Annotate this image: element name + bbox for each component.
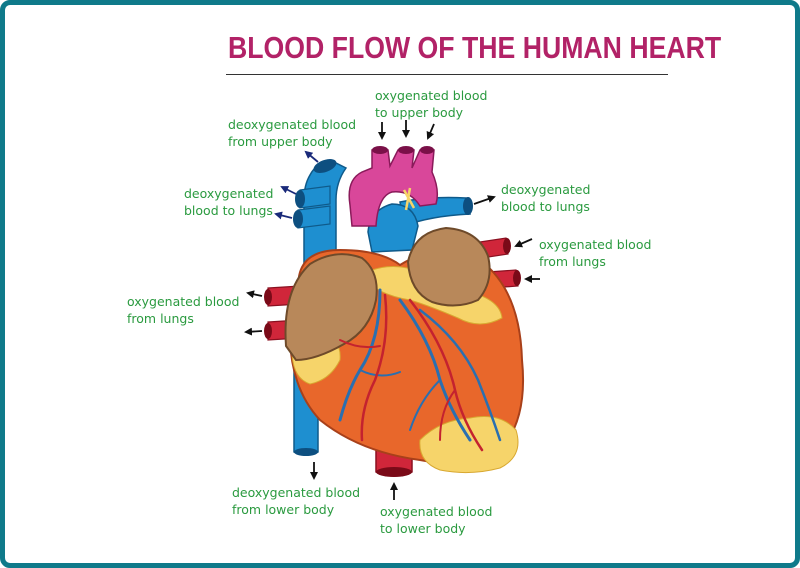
arrow-lungs-left-2: [274, 211, 293, 220]
arrow-from-lungs-left-1: [246, 290, 263, 299]
title-underline: [226, 74, 668, 75]
arrow-down-3: [426, 123, 435, 140]
right-atrium: [284, 253, 378, 362]
arrow-upper-body: [304, 150, 319, 163]
aortic-arch: [348, 146, 439, 227]
flow-arrows: [244, 120, 540, 500]
arrow-lungs-left-1: [280, 186, 297, 195]
arrow-from-lungs-left-2: [244, 327, 263, 336]
coronary-vessels: [338, 288, 502, 452]
pulmonary-artery-left-branches: [293, 185, 331, 229]
arrow-from-lungs-right-1: [514, 238, 533, 248]
page-title: BLOOD FLOW OF THE HUMAN HEART: [228, 30, 722, 65]
left-atrium: [406, 226, 491, 307]
arrow-lungs-right: [473, 195, 496, 205]
